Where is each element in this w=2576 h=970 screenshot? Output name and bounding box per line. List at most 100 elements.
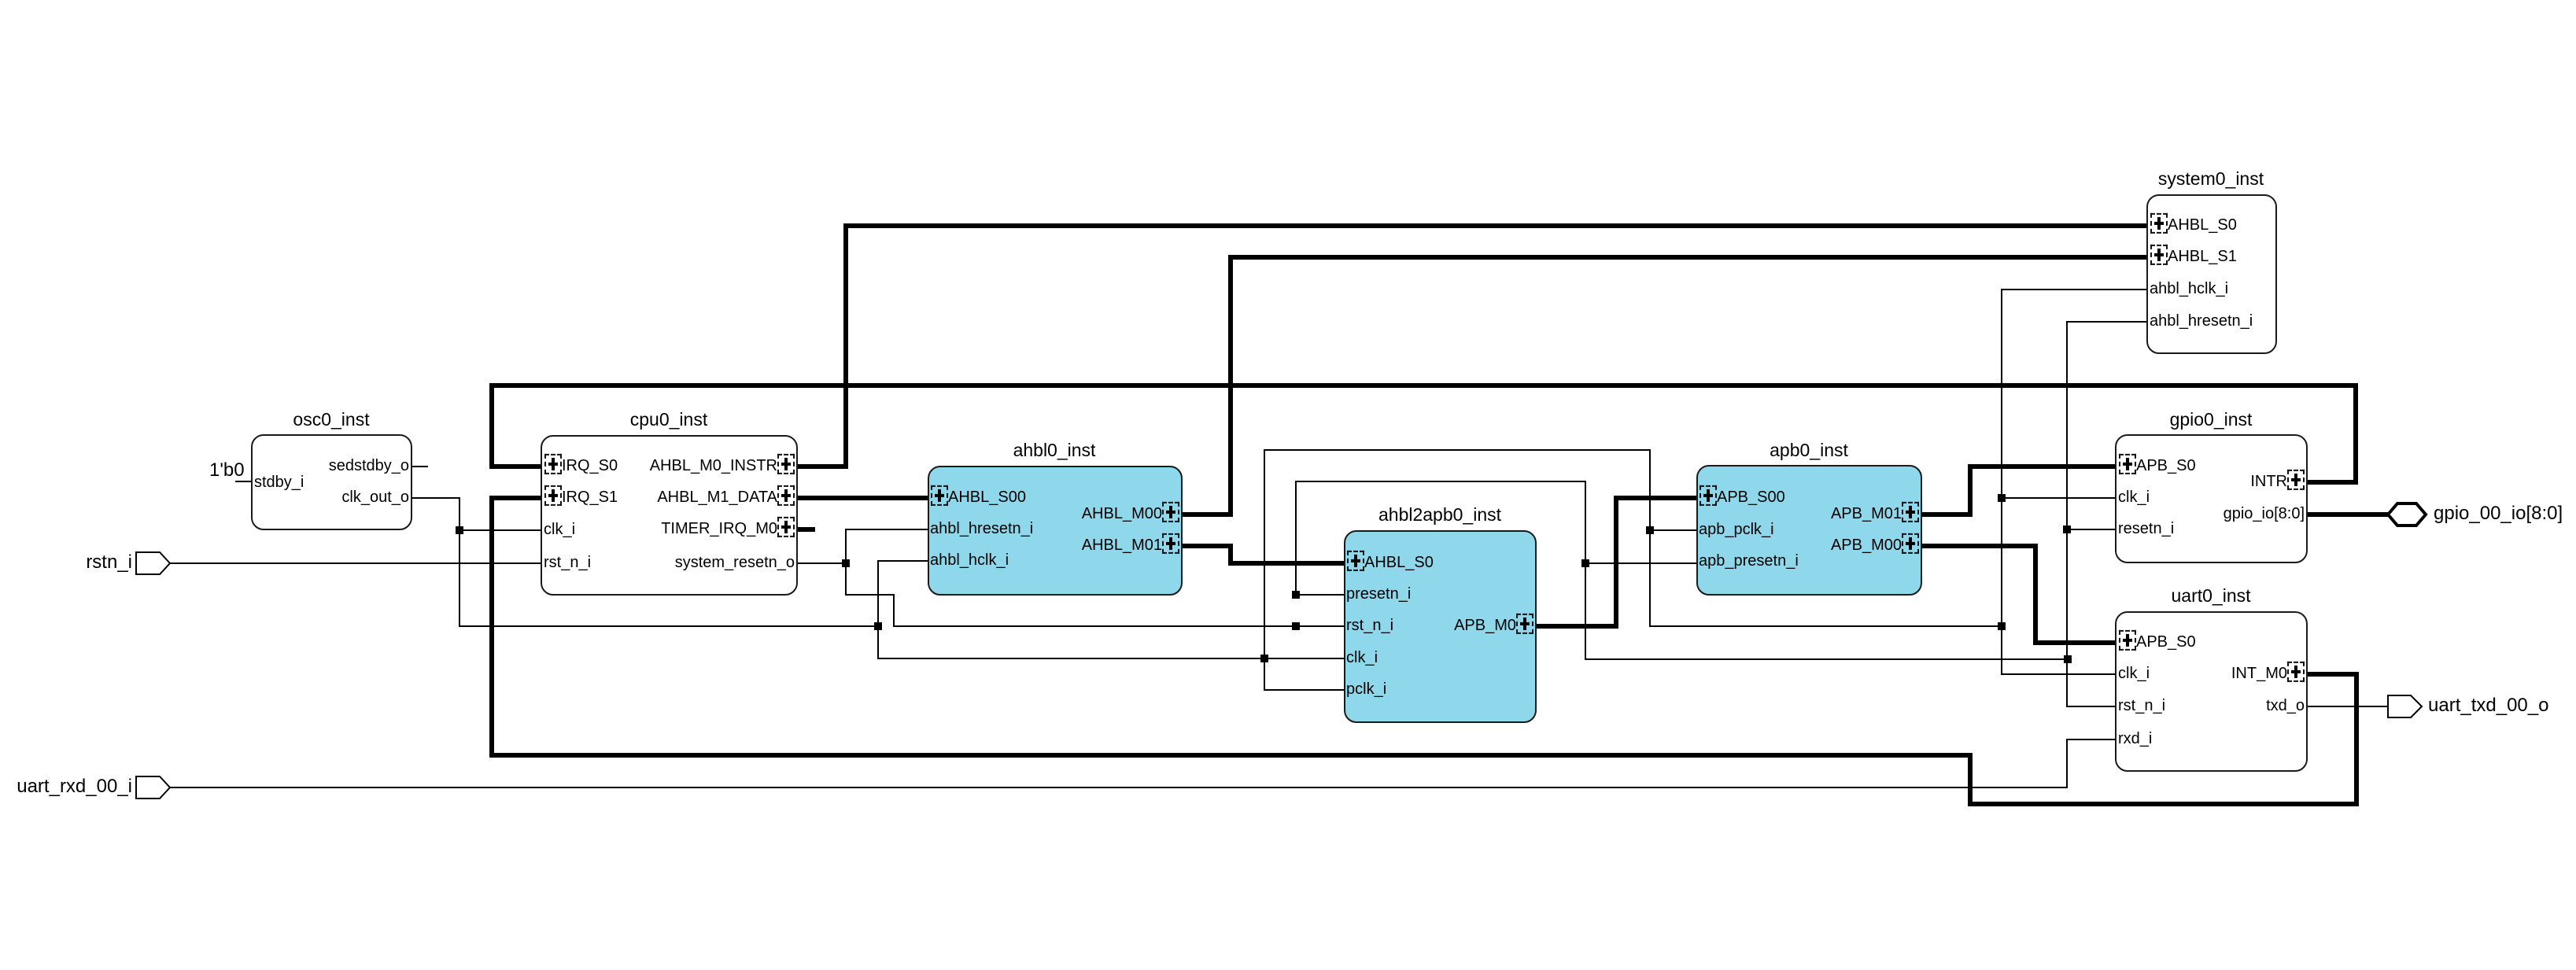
bus-expand-icon[interactable] [777,485,795,506]
ahbl2apb0-port-rst-n-i[interactable]: rst_n_i [1346,617,1394,634]
net-clk-to-system-hclk[interactable] [2001,289,2147,675]
uart0-port-apb-s0[interactable]: APB_S0 [2119,629,2196,651]
rstn-input-pad[interactable] [135,551,172,575]
cpu0-port-clk-i[interactable]: clk_i [544,521,576,538]
net-resetn-to-ahbl[interactable] [845,529,1345,627]
ahbl0-port-ahbl-s00[interactable]: AHBL_S00 [931,485,1026,506]
osc0-port-stdby-i[interactable]: stdby_i [254,474,304,491]
ahbl0-port-ahbl-hclk-i[interactable]: ahbl_hclk_i [930,551,1009,569]
ahbl2apb0-port-presetn-i[interactable]: presetn_i [1346,585,1412,603]
bus-expand-icon[interactable] [1902,501,1919,522]
net-ahbl2apb-m0-to-apb-s00[interactable] [1533,496,1699,629]
junction-dot [842,559,850,567]
net-gpio-intr-to-cpu-irq-s0[interactable] [489,383,2358,485]
uart0-block[interactable] [2115,611,2308,772]
junction-dot [2063,526,2071,533]
net-clk-main[interactable] [411,497,879,627]
uart-txd-output-pad[interactable] [2387,695,2423,718]
net-resetn-to-presetn[interactable] [1295,481,2069,660]
ahbl0-port-ahbl-m00[interactable]: AHBL_M00 [1082,501,1179,522]
cpu0-block[interactable] [541,435,798,596]
junction-dot [874,622,882,630]
uart0-port-txd-o[interactable]: txd_o [2266,697,2305,714]
apb0-port-apb-s00[interactable]: APB_S00 [1699,485,1785,506]
gpio0-block[interactable] [2115,434,2308,563]
ahbl2apb0-port-clk-i[interactable]: clk_i [1346,649,1378,666]
gpio-inout-pad[interactable] [2386,502,2428,527]
cpu0-port-irq-s0[interactable]: IRQ_S0 [544,453,618,474]
bus-expand-icon[interactable] [777,516,795,537]
gpio0-port-gpio-io[interactable]: gpio_io[8:0] [2223,505,2305,522]
bus-expand-icon[interactable] [777,453,795,474]
bus-expand-icon[interactable] [2287,469,2305,490]
bus-expand-icon[interactable] [1162,533,1179,554]
junction-dot [1260,655,1268,662]
uart0-port-rxd-i[interactable]: rxd_i [2118,730,2153,747]
net-apb-m00-to-uart-s0[interactable] [1919,544,2117,645]
net-uart-int-to-cpu-irq-s1[interactable] [489,496,2359,806]
bus-expand-icon[interactable] [2150,212,2168,234]
bus-expand-icon[interactable] [2119,629,2136,651]
system0-port-ahbl-s0[interactable]: AHBL_S0 [2150,212,2237,234]
bus-expand-icon[interactable] [2119,453,2136,474]
uart-rxd-input-pad[interactable] [135,776,172,799]
gpio0-port-clk-i[interactable]: clk_i [2118,489,2150,506]
bus-expand-icon[interactable] [1902,533,1919,554]
net-uart-rxd[interactable] [169,739,2116,788]
uart0-title: uart0_inst [2171,585,2251,606]
net-clk-to-ahbl-hclk[interactable] [877,560,1345,659]
osc0-port-sedstdby-o[interactable]: sedstdby_o [328,457,409,474]
apb0-block[interactable] [1696,465,1922,596]
system0-port-ahbl-s1[interactable]: AHBL_S1 [2150,244,2237,265]
cpu0-port-rst-n-i[interactable]: rst_n_i [544,554,592,571]
gpio0-port-apb-s0[interactable]: APB_S0 [2119,453,2196,474]
net-cpu-instr-to-system-s0[interactable] [795,223,2149,469]
system0-block[interactable] [2146,194,2277,354]
osc0-block[interactable] [251,434,412,530]
bus-expand-icon[interactable] [1347,550,1364,571]
ahbl2apb0-port-apb-m0[interactable]: APB_M0 [1454,613,1533,634]
gpio0-port-resetn-i[interactable]: resetn_i [2118,520,2175,537]
bus-expand-icon[interactable] [544,485,562,506]
system0-title: system0_inst [2157,168,2264,189]
net-clk-to-pclk[interactable] [1264,449,2003,691]
junction-dot [1292,622,1300,630]
bus-expand-icon[interactable] [544,453,562,474]
cpu0-port-ahbl-m1-data[interactable]: AHBL_M1_DATA [657,485,795,506]
ahbl2apb0-block[interactable] [1344,530,1537,723]
ahbl2apb0-port-ahbl-s0[interactable]: AHBL_S0 [1347,550,1434,571]
ahbl0-block[interactable] [928,466,1183,596]
cpu0-port-irq-s1[interactable]: IRQ_S1 [544,485,618,506]
apb0-port-apb-m00[interactable]: APB_M00 [1831,533,1919,554]
cpu0-port-timer-irq-m0[interactable]: TIMER_IRQ_M0 [661,516,795,537]
gpio0-port-intr[interactable]: INTR [2250,469,2305,490]
junction-dot [1581,559,1589,567]
apb0-port-apb-pclk-i[interactable]: apb_pclk_i [1699,521,1774,538]
uart0-port-rst-n-i[interactable]: rst_n_i [2118,697,2166,714]
bus-expand-icon[interactable] [1162,501,1179,522]
ahbl0-port-ahbl-hresetn-i[interactable]: ahbl_hresetn_i [930,520,1034,537]
bus-expand-icon[interactable] [1699,485,1717,506]
net-ahbl-m01-to-ahbl2apb-s0[interactable] [1179,544,1346,566]
system0-port-ahbl-hresetn-i[interactable]: ahbl_hresetn_i [2150,312,2253,330]
apb0-port-apb-m01[interactable]: APB_M01 [1831,501,1919,522]
bus-expand-icon[interactable] [2287,661,2305,682]
uart0-port-clk-i[interactable]: clk_i [2118,665,2150,682]
gpio0-title: gpio0_inst [2169,409,2253,430]
apb0-title: apb0_inst [1770,440,1848,460]
uart-txd-port-label: uart_txd_00_o [2428,694,2549,716]
osc0-port-clk-out-o[interactable]: clk_out_o [341,489,409,506]
bus-expand-icon[interactable] [931,485,948,506]
ahbl2apb0-port-pclk-i[interactable]: pclk_i [1346,680,1387,698]
system0-port-ahbl-hclk-i[interactable]: ahbl_hclk_i [2150,280,2229,297]
bus-expand-icon[interactable] [2150,244,2168,265]
net-resetn-to-system[interactable] [2066,321,2147,707]
cpu0-port-system-resetn-o[interactable]: system_resetn_o [674,554,795,571]
bus-expand-icon[interactable] [1516,613,1533,634]
cpu0-port-ahbl-m0-instr[interactable]: AHBL_M0_INSTR [650,453,795,474]
ahbl0-title: ahbl0_inst [1013,440,1096,460]
ahbl0-port-ahbl-m01[interactable]: AHBL_M01 [1082,533,1179,554]
apb0-port-apb-presetn-i[interactable]: apb_presetn_i [1699,552,1799,570]
net-apb-m01-to-gpio-s0[interactable] [1919,464,2117,517]
uart0-port-int-m0[interactable]: INT_M0 [2231,661,2305,682]
